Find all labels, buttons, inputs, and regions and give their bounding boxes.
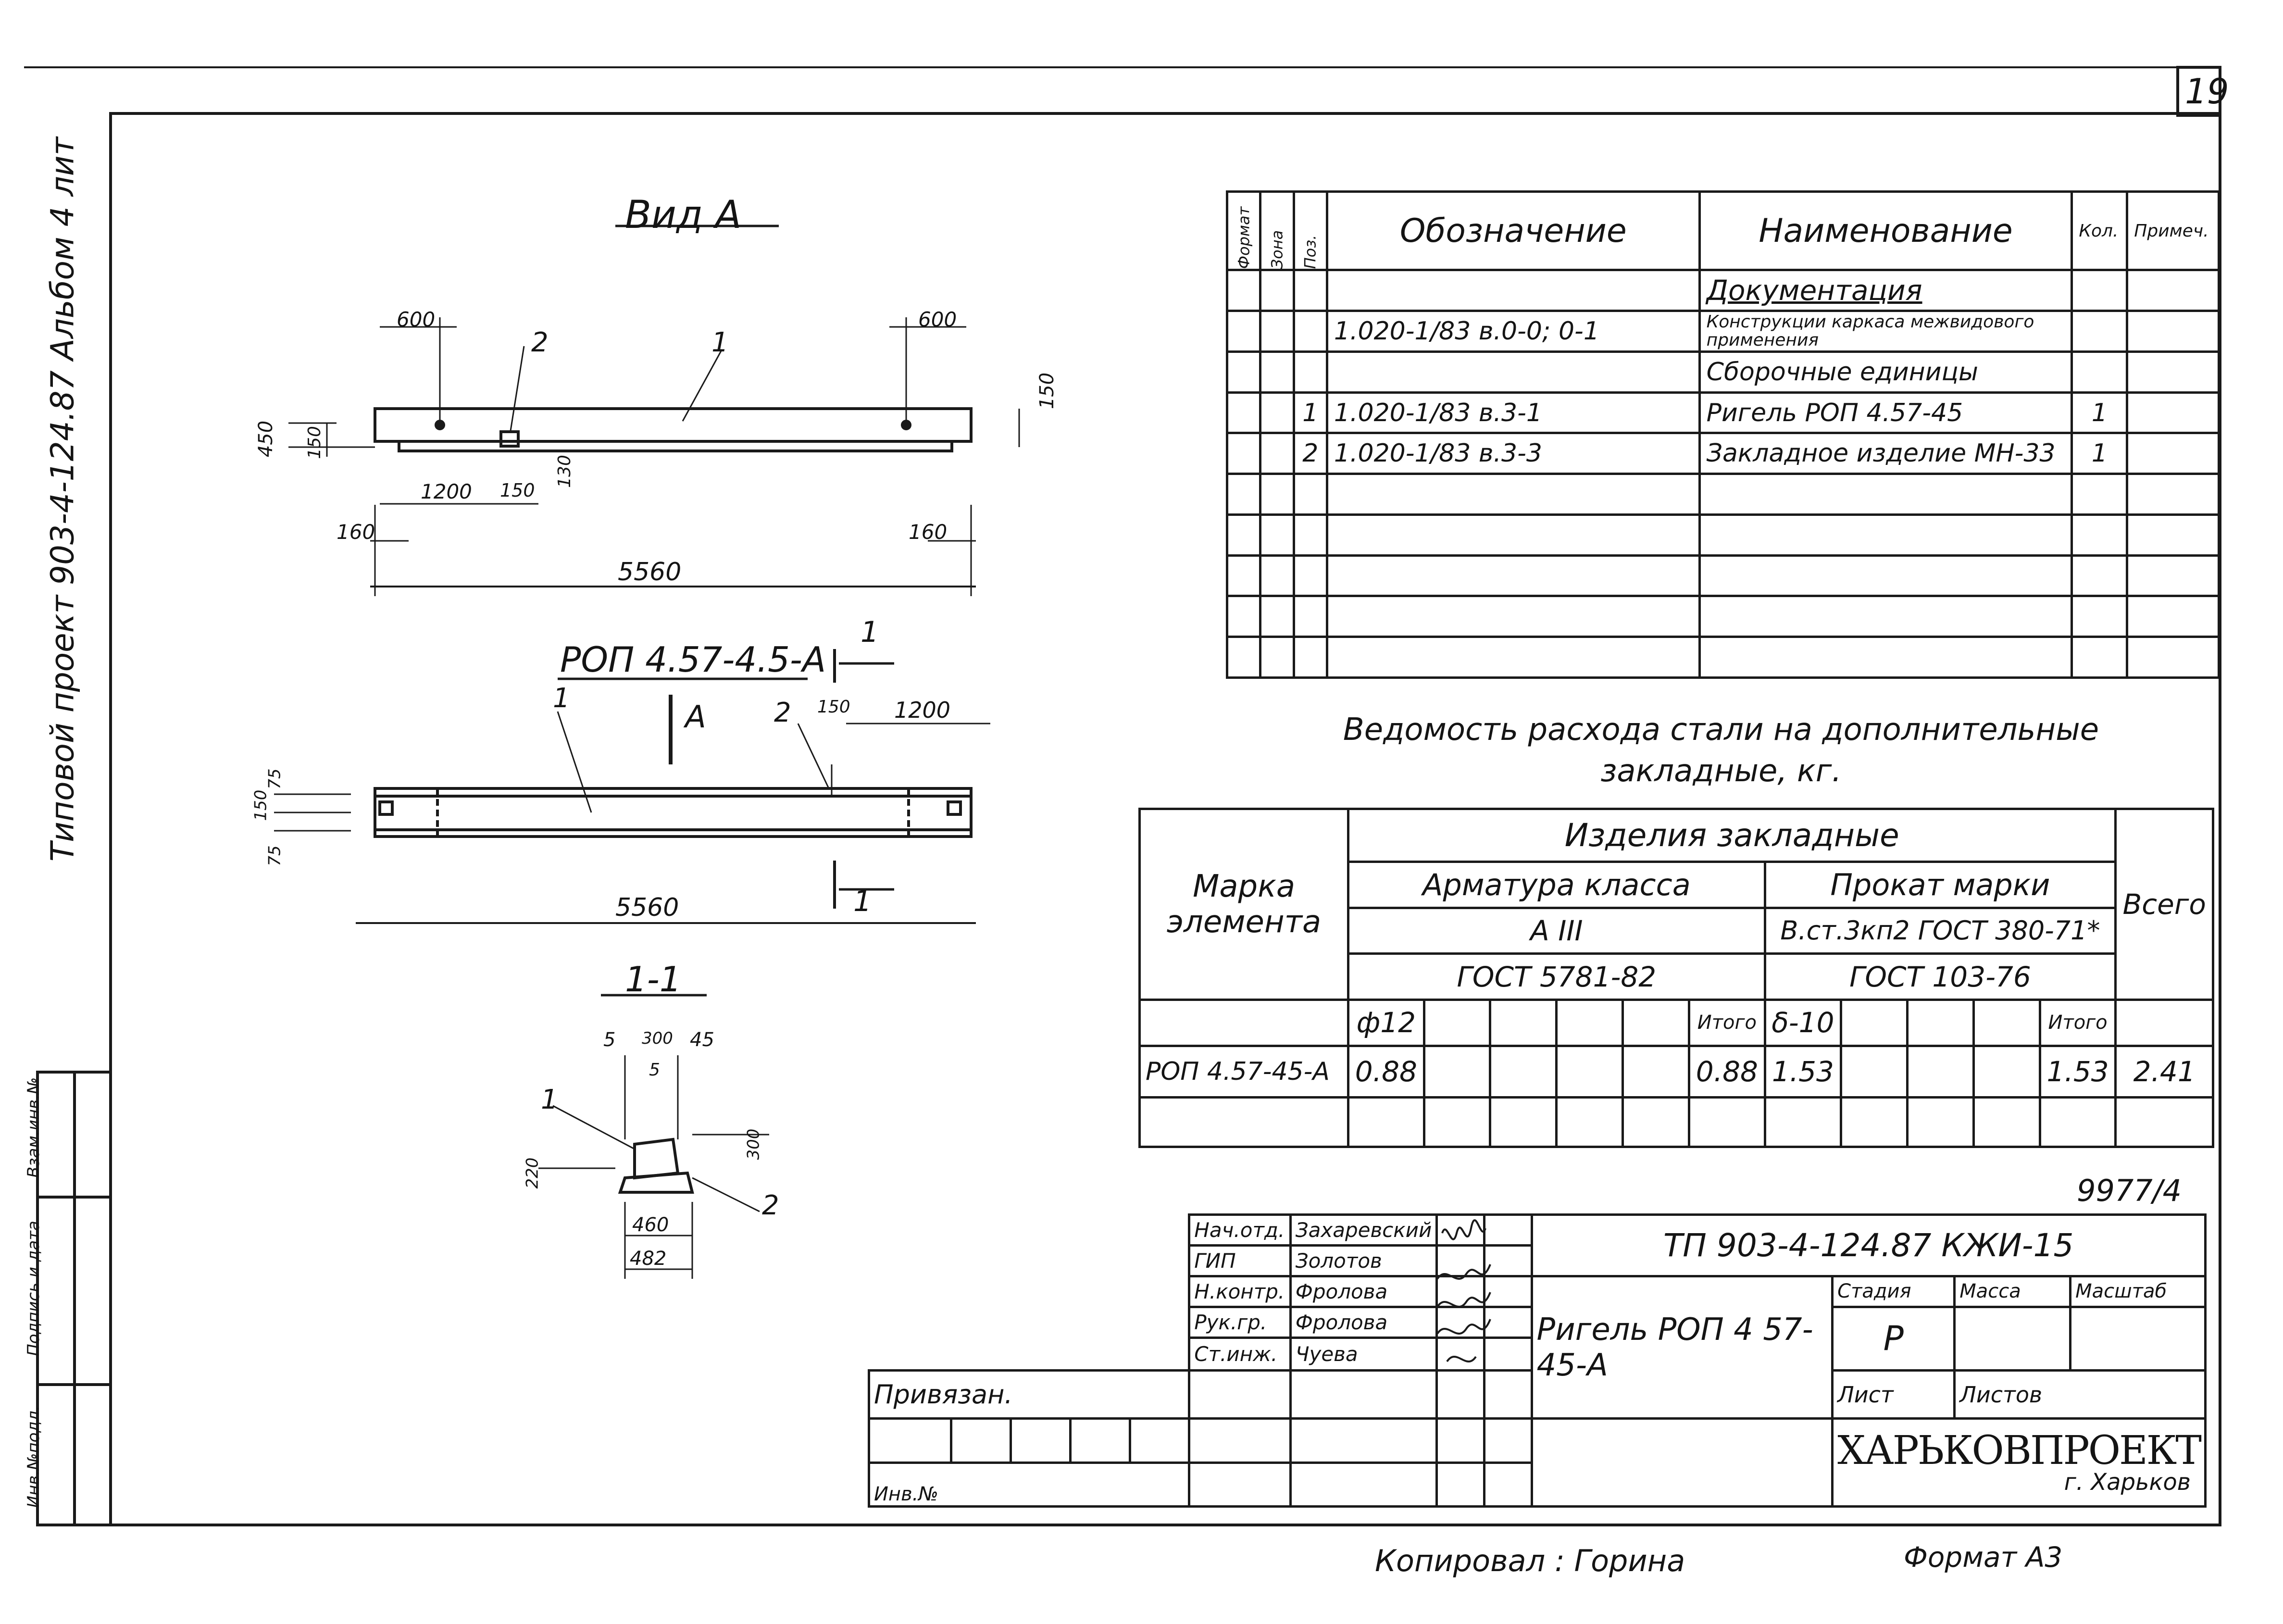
table-row: Документация <box>1225 269 2220 312</box>
dim-label: 150 <box>304 426 324 459</box>
position-label: 2 <box>762 1190 779 1221</box>
steel-table-caption: Ведомость расхода стали на дополнительны… <box>1343 712 2099 789</box>
plan-title: РОП 4.57-4.5-А <box>560 639 826 680</box>
table-row: РОП 4.57-45-А 0.88 0.88 1.53 1.53 2.41 <box>1138 1044 2214 1099</box>
view-a-title: Вид А <box>625 192 742 237</box>
rebar-class: А III <box>1347 906 1766 955</box>
section-1-1 <box>538 994 769 1279</box>
rolled-gost: ГОСТ 103-76 <box>1763 952 2117 1001</box>
position-label: 1 <box>541 1084 558 1115</box>
org-logo: ХАРЬКОВПРОЕКТ <box>1837 1428 2202 1474</box>
dim-label: 1200 <box>894 697 951 723</box>
dim-label: 482 <box>630 1248 667 1270</box>
stamp-title: Ригель РОП 4 57-45-А <box>1530 1274 1834 1420</box>
rebar-gost: ГОСТ 5781-82 <box>1347 952 1766 1001</box>
position-label: 2 <box>774 697 791 728</box>
stamp-code: ТП 903-4-124.87 КЖИ-15 <box>1530 1213 2207 1277</box>
dim-label: 150 <box>1036 372 1059 410</box>
steel-table: Марка элемента Изделия закладные Всего А… <box>1138 808 2214 1148</box>
table-row: Сборочные единицы <box>1225 350 2220 394</box>
sheet-number-box <box>2176 66 2221 117</box>
arrow-label: А <box>685 700 706 735</box>
header-total: Всего <box>2114 808 2214 1001</box>
header-format: Формат <box>1227 191 1260 270</box>
header-name: Наименование <box>1698 190 2073 272</box>
org-city: г. Харьков <box>2064 1469 2191 1496</box>
specification-table: Формат Зона Поз. Обозначение Наименовани… <box>1225 190 2220 679</box>
side-field-replace: Взам.инв.№ <box>24 1077 43 1178</box>
dim-label: 45 <box>690 1029 714 1051</box>
dim-label: 5560 <box>618 558 682 587</box>
position-label: 1 <box>711 327 729 358</box>
section-mark-bottom: 1 <box>853 885 872 918</box>
position-label: 1 <box>553 683 570 714</box>
sheet-number: 19 <box>2185 71 2229 112</box>
title-block: Нач.отд. Захаревский ТП 903-4-124.87 КЖИ… <box>867 1213 2207 1508</box>
rolled-grade: В.ст.3кп2 ГОСТ 380-71* <box>1763 906 2117 955</box>
dim-label: 1200 <box>421 480 472 503</box>
plan-beam <box>274 649 990 924</box>
header-rebar: Арматура класса <box>1347 860 1766 909</box>
dim-label: 150 <box>817 697 850 717</box>
dim-label: 5 <box>649 1060 660 1080</box>
dim-label: 130 <box>554 455 574 488</box>
doc-number: 9977/4 <box>2077 1173 2182 1208</box>
stamp-inv: Инв.№ <box>867 1461 1191 1508</box>
header-note: Примеч. <box>2126 190 2220 272</box>
dim-label: 600 <box>397 308 436 331</box>
dim-label: 160 <box>337 520 375 544</box>
header-designation: Обозначение <box>1325 190 1701 272</box>
header-zone: Зона <box>1260 191 1294 270</box>
side-field-sign: Подпись и дата <box>24 1221 43 1356</box>
header-pos: Поз. <box>1294 191 1327 270</box>
format-label: Формат А3 <box>1904 1541 2063 1574</box>
header-qty: Кол. <box>2071 190 2129 272</box>
dim-label: 220 <box>523 1157 542 1189</box>
dim-label: 5560 <box>615 893 679 922</box>
dim-label: 150 <box>251 789 271 821</box>
dim-label: 75 <box>265 845 285 866</box>
view-a-beam <box>288 225 1020 596</box>
dim-label: 5 <box>603 1029 616 1051</box>
dim-label: 600 <box>918 308 957 331</box>
dim-label: 460 <box>632 1214 669 1236</box>
dim-label: 300 <box>642 1029 673 1048</box>
header-group: Изделия закладные <box>1347 808 2117 863</box>
stamp-stage: Р <box>1831 1305 1956 1372</box>
header-mark: Марка элемента <box>1138 808 1350 1001</box>
dim-label: 450 <box>255 420 277 458</box>
dim-label: 75 <box>265 768 285 789</box>
dim-label: 150 <box>500 480 535 501</box>
side-field-inv: Инв.№подл. <box>24 1405 43 1508</box>
dim-label: 160 <box>909 520 948 544</box>
position-label: 2 <box>531 327 549 358</box>
stamp-bound: Привязан. <box>867 1369 1191 1419</box>
header-rolled: Прокат марки <box>1763 860 2117 909</box>
section-title: 1-1 <box>625 959 682 999</box>
dim-label: 300 <box>744 1128 763 1160</box>
sheet-frame <box>109 112 2221 1526</box>
section-mark-top: 1 <box>861 615 879 649</box>
copied-by: Копировал : Горина <box>1375 1543 1685 1578</box>
side-title: Типовой проект 903-4-124.87 Альбом 4 лит <box>44 137 81 862</box>
